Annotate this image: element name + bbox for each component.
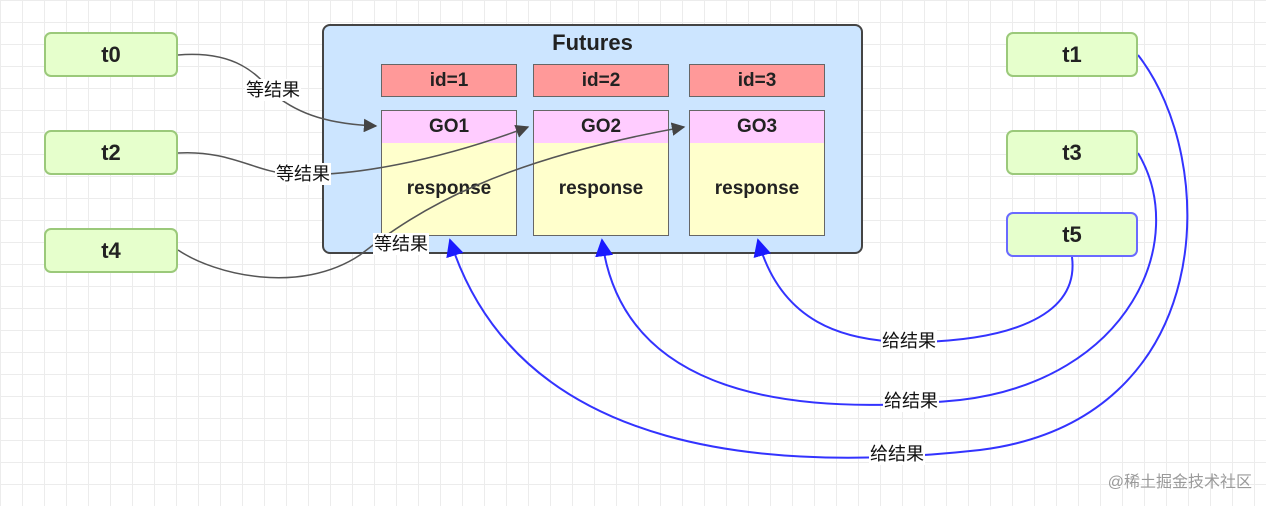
thread-t2: t2 bbox=[44, 130, 178, 175]
edge-t3-to-response2 bbox=[595, 152, 1158, 406]
future-2-go: GO2 bbox=[533, 110, 669, 144]
edge-label-t2: 等结果 bbox=[275, 163, 331, 185]
thread-t3: t3 bbox=[1006, 130, 1138, 175]
future-2-id: id=2 bbox=[533, 64, 669, 97]
edge-label-t3: 给结果 bbox=[883, 390, 939, 412]
edge-t4-to-go3 bbox=[177, 122, 686, 279]
future-1-response: response bbox=[381, 143, 517, 236]
edge-label-t4: 等结果 bbox=[373, 233, 429, 255]
thread-t4: t4 bbox=[44, 228, 178, 273]
edge-t1-to-response1 bbox=[446, 54, 1189, 459]
thread-t0: t0 bbox=[44, 32, 178, 77]
future-3-id: id=3 bbox=[689, 64, 825, 97]
future-3-response: response bbox=[689, 143, 825, 236]
future-1-id: id=1 bbox=[381, 64, 517, 97]
edge-t2-to-go2 bbox=[177, 124, 530, 176]
thread-t5: t5 bbox=[1006, 212, 1138, 257]
edge-label-t0: 等结果 bbox=[245, 79, 301, 101]
futures-title: Futures bbox=[552, 30, 633, 55]
watermark-text: @稀土掘金技术社区 bbox=[1107, 474, 1252, 491]
future-2-response: response bbox=[533, 143, 669, 236]
edge-label-t1: 给结果 bbox=[869, 443, 925, 465]
future-3-go: GO3 bbox=[689, 110, 825, 144]
edge-label-t5: 给结果 bbox=[881, 330, 937, 352]
thread-t1: t1 bbox=[1006, 32, 1138, 77]
